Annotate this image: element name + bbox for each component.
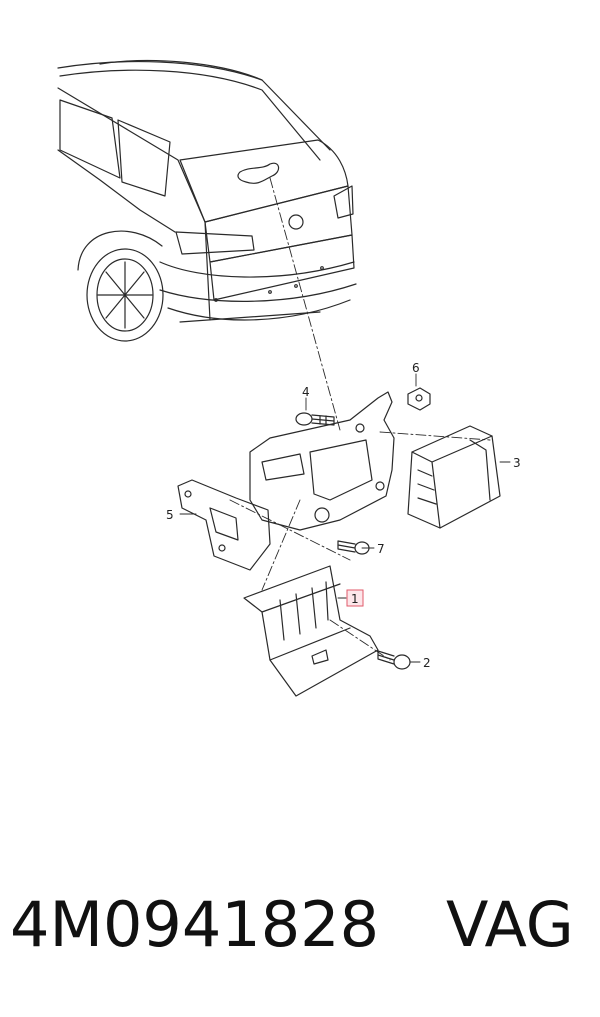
main-bracket [249, 391, 395, 531]
holder-part-1 [243, 565, 379, 697]
brand-label: VAG [446, 888, 574, 961]
callout-6: 6 [412, 361, 420, 375]
callout-3: 3 [513, 456, 521, 470]
callout-1-highlight [346, 589, 364, 607]
vehicle-illustration [57, 59, 357, 342]
bolt-part-7 [337, 540, 370, 555]
callout-7: 7 [377, 542, 385, 556]
callout-2: 2 [423, 656, 431, 670]
callout-ticks [179, 373, 511, 663]
bolt-part-4 [295, 412, 335, 426]
callout-1: 1 [351, 592, 359, 606]
leader-lines [229, 177, 491, 661]
side-bracket-part-5 [177, 479, 271, 571]
part-number: 4M0941828 [10, 888, 380, 961]
parts-diagram: 1 2 3 4 5 6 7 [57, 59, 521, 697]
nut-part-6 [407, 387, 431, 411]
callout-4: 4 [302, 385, 310, 399]
callout-5: 5 [166, 508, 174, 522]
bolt-part-2 [377, 650, 411, 670]
control-unit-part-3 [407, 425, 501, 529]
